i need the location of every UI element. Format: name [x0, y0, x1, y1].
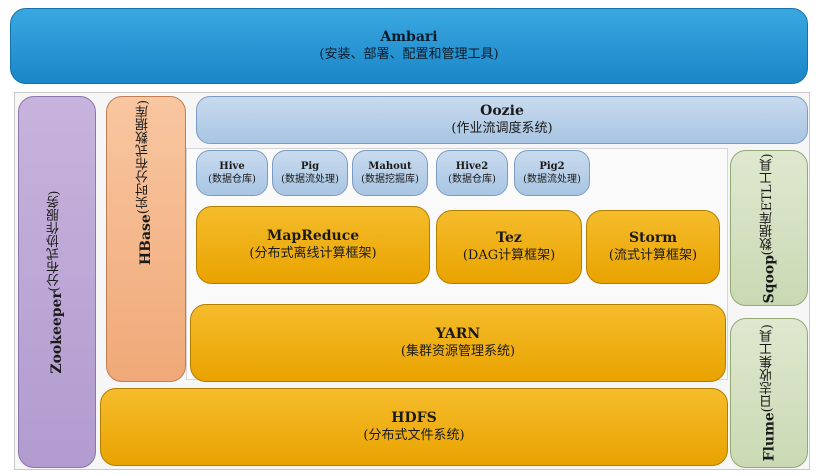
- mahout-block: Mahout (数据挖掘库): [352, 150, 428, 196]
- storm-title: Storm: [628, 230, 678, 246]
- pig2-block: Pig2 (数据流处理): [514, 150, 590, 196]
- pig2-subtitle: (数据流处理): [523, 174, 581, 185]
- zookeeper-block: Zookeeper (分布式协作服务): [18, 96, 96, 468]
- hive2-block: Hive2 (数据仓库): [436, 150, 508, 196]
- pig2-title: Pig2: [539, 161, 565, 172]
- mahout-title: Mahout: [368, 161, 412, 172]
- hive-subtitle: (数据仓库): [208, 174, 256, 185]
- tez-title: Tez: [496, 230, 522, 246]
- storm-subtitle: (流式计算框架): [608, 248, 698, 263]
- hive2-title: Hive2: [455, 161, 489, 172]
- hdfs-subtitle: (分布式文件系统): [363, 428, 465, 443]
- hbase-block: HBase (实时分布式数据库): [106, 96, 186, 382]
- tez-block: Tez (DAG计算框架): [436, 210, 582, 284]
- oozie-block: Oozie (作业流调度系统): [196, 96, 808, 144]
- mapreduce-title: MapReduce: [266, 228, 360, 244]
- hbase-subtitle: (实时分布式数据库): [136, 100, 151, 215]
- hbase-title: HBase: [138, 214, 154, 266]
- flume-title: Flume: [761, 412, 777, 462]
- hive-block: Hive (数据仓库): [196, 150, 268, 196]
- tez-subtitle: (DAG计算框架): [462, 248, 556, 263]
- hive2-subtitle: (数据仓库): [448, 174, 496, 185]
- oozie-title: Oozie: [480, 103, 524, 119]
- mahout-subtitle: (数据挖掘库): [361, 174, 419, 185]
- pig-block: Pig (数据流处理): [272, 150, 348, 196]
- yarn-title: YARN: [435, 326, 481, 342]
- flume-block: Flume (日志收集工具): [730, 318, 808, 468]
- zookeeper-subtitle: (分布式协作服务): [47, 190, 62, 292]
- mapreduce-block: MapReduce (分布式离线计算框架): [196, 206, 430, 284]
- ambari-subtitle: (安装、部署、配置和管理工具): [319, 47, 499, 62]
- hive-title: Hive: [219, 161, 245, 172]
- pig-subtitle: (数据流处理): [281, 174, 339, 185]
- sqoop-subtitle: (数据库ETL工具): [759, 152, 775, 255]
- sqoop-title: Sqoop: [761, 254, 777, 304]
- sqoop-block: Sqoop (数据库ETL工具): [730, 150, 808, 306]
- oozie-subtitle: (作业流调度系统): [451, 121, 553, 136]
- zookeeper-title: Zookeeper: [49, 291, 65, 374]
- storm-block: Storm (流式计算框架): [586, 210, 720, 284]
- flume-subtitle: (日志收集工具): [759, 324, 775, 413]
- yarn-block: YARN (集群资源管理系统): [190, 304, 726, 382]
- hdfs-title: HDFS: [391, 410, 437, 426]
- ambari-title: Ambari: [380, 29, 438, 45]
- hdfs-block: HDFS (分布式文件系统): [100, 388, 728, 466]
- mapreduce-subtitle: (分布式离线计算框架): [249, 246, 377, 261]
- ambari-block: Ambari (安装、部署、配置和管理工具): [10, 8, 808, 84]
- yarn-subtitle: (集群资源管理系统): [400, 344, 516, 359]
- pig-title: Pig: [300, 161, 320, 172]
